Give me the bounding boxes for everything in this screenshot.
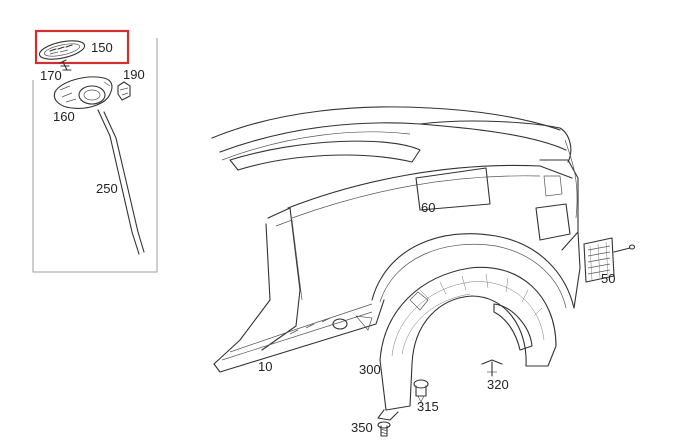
label-50: 50 (601, 271, 615, 286)
part-300-wheel-liner[interactable] (377, 266, 557, 421)
part-60-quarter-panel[interactable] (211, 106, 581, 309)
part-170-screw[interactable] (59, 59, 72, 71)
part-50-vent-grille[interactable] (583, 237, 636, 283)
label-250: 250 (96, 181, 118, 196)
part-190-clip[interactable] (117, 81, 131, 101)
label-315: 315 (417, 399, 439, 414)
highlight-box-150[interactable] (34, 29, 130, 65)
part-320-rivet[interactable] (481, 359, 503, 377)
label-300: 300 (359, 362, 381, 377)
label-350: 350 (351, 420, 373, 435)
label-60: 60 (421, 200, 435, 215)
part-315-clip[interactable] (413, 379, 429, 403)
part-250-drain-hose[interactable] (97, 109, 145, 255)
part-350-screw[interactable] (377, 421, 391, 437)
part-150-fuel-badge[interactable] (38, 37, 86, 62)
label-320: 320 (487, 377, 509, 392)
label-190: 190 (123, 67, 145, 82)
label-160: 160 (53, 109, 75, 124)
inset-panel: 150 170 190 160 250 (32, 29, 158, 273)
part-160-filler-housing[interactable] (53, 76, 113, 109)
part-10-side-sill[interactable] (213, 207, 385, 373)
label-150: 150 (91, 40, 113, 55)
inset-border (32, 38, 158, 273)
label-170: 170 (40, 68, 62, 83)
label-10: 10 (258, 359, 272, 374)
